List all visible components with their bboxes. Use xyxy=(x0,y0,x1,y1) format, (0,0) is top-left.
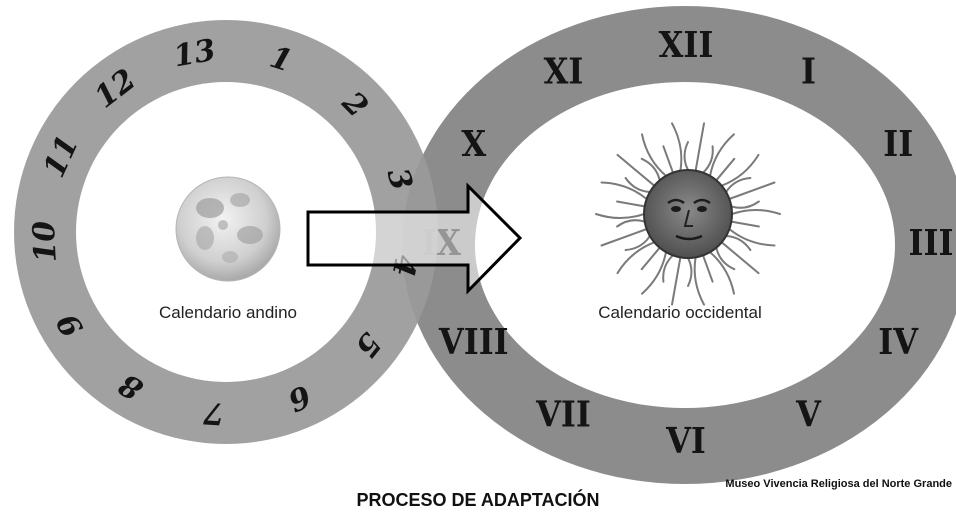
sun-ray xyxy=(616,200,646,208)
western-number: II xyxy=(883,123,913,165)
western-number: XII xyxy=(659,24,714,66)
sun-ray xyxy=(671,122,683,172)
andean-number: 13 xyxy=(171,33,218,75)
sun-ray xyxy=(671,256,682,306)
sun-ray xyxy=(624,177,651,193)
sun-ray xyxy=(662,254,674,283)
western-number: VIII xyxy=(438,321,509,363)
sun-ray xyxy=(725,177,752,193)
sun-ray xyxy=(640,246,661,271)
western-number: IV xyxy=(878,321,919,363)
western-number: I xyxy=(801,50,816,92)
sun-ray xyxy=(693,256,705,306)
sun-ray xyxy=(728,228,776,247)
sun-ray xyxy=(715,157,736,182)
sun-ray xyxy=(641,133,667,177)
western-calendar-numbers: XIIIIIIIIIVVVIVIIVIIIIXXXI xyxy=(421,24,953,462)
sun-ray xyxy=(730,200,760,209)
sun-ray xyxy=(720,153,760,187)
sun-ray xyxy=(720,241,760,275)
western-number: VI xyxy=(665,420,706,462)
sun-ray xyxy=(600,181,648,200)
sun-ray xyxy=(702,145,714,174)
western-number: VII xyxy=(535,393,591,435)
sun-ray xyxy=(709,251,735,295)
sun-ray xyxy=(683,141,689,171)
sun-ray xyxy=(702,254,714,283)
sun-face-icon xyxy=(595,122,781,306)
diagram-title: PROCESO DE ADAPTACIÓN xyxy=(356,490,600,510)
sun-ray xyxy=(728,181,776,200)
sun-ray xyxy=(624,235,651,251)
sun-ray xyxy=(640,157,661,182)
sun-ray xyxy=(616,219,646,228)
sun-ray xyxy=(595,213,645,220)
sun-ray xyxy=(600,228,648,247)
sun-ray xyxy=(694,122,705,172)
moon-icon xyxy=(175,176,281,282)
sun-ray xyxy=(731,208,781,215)
sun-ray xyxy=(616,153,656,187)
western-number: XI xyxy=(544,50,584,92)
sun-ray xyxy=(709,133,735,177)
sun-ray xyxy=(662,145,674,174)
western-calendar-caption: Calendario occidental xyxy=(598,303,762,322)
museum-credit: Museo Vivencia Religiosa del Norte Grand… xyxy=(725,478,952,490)
andean-calendar-caption: Calendario andino xyxy=(159,303,297,322)
sun-ray xyxy=(730,220,760,228)
western-number: III xyxy=(909,222,954,264)
sun-ray xyxy=(715,246,736,271)
western-number: V xyxy=(795,393,822,435)
sun-ray xyxy=(641,251,667,295)
sun-ray xyxy=(616,241,656,275)
sun-ray xyxy=(687,257,693,287)
right-arrow-icon xyxy=(306,182,523,295)
andean-number: 7 xyxy=(202,394,225,430)
sun-ray xyxy=(725,235,752,251)
andean-number: 10 xyxy=(27,220,64,264)
western-number: X xyxy=(461,123,487,165)
